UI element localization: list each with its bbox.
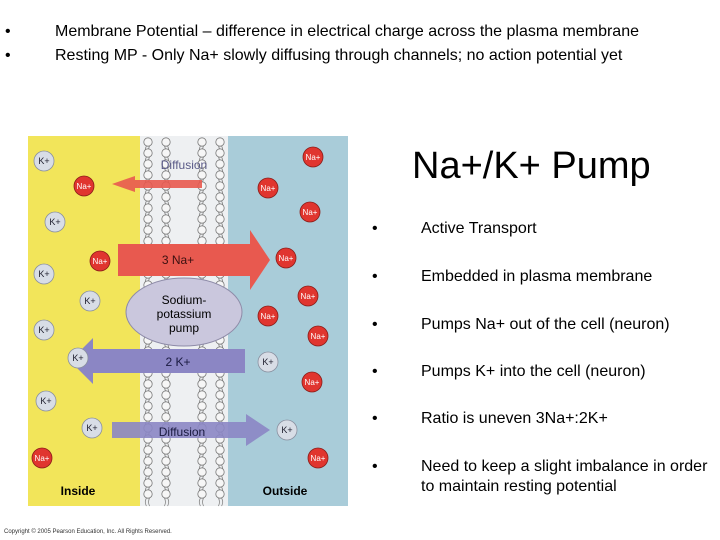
ion-label: K+: [38, 156, 49, 166]
sodium-ion: [301, 371, 323, 393]
transport-arrows: Diffusion 3 Na+ 2 K+ Diffusion: [70, 158, 270, 446]
ion-label: Na+: [261, 312, 276, 321]
right-bullet-text: Pumps K+ into the cell (neuron): [421, 363, 646, 380]
ion-label: Na+: [303, 208, 318, 217]
ion-label: Na+: [301, 292, 316, 301]
top-bullet-text: Resting MP - Only Na+ slowly diffusing t…: [55, 47, 623, 64]
potassium-ion: [33, 319, 55, 341]
sodium-ion: [302, 146, 324, 168]
potassium-ion: [67, 347, 89, 369]
sodium-ion: [257, 177, 279, 199]
pump-label-line-1: Sodium-: [162, 293, 207, 307]
sodium-potassium-pump: [125, 277, 243, 347]
sodium-ion: [307, 325, 329, 347]
pump-title: Na+/K+ Pump: [412, 145, 651, 187]
bullet-glyph: •: [372, 363, 378, 380]
top-bullet-list: • Membrane Potential – difference in ele…: [0, 22, 720, 70]
sodium-ion: [297, 285, 319, 307]
bullet-glyph: •: [5, 47, 11, 64]
sodium-ion: [31, 447, 53, 469]
sodium-ion: [275, 247, 297, 269]
ion-label: K+: [84, 296, 95, 306]
ion-label: K+: [262, 357, 273, 367]
diffusion-na-arrow: [112, 176, 202, 192]
ion-label: Na+: [311, 454, 326, 463]
potassium-ion: [33, 263, 55, 285]
ion-label: Na+: [306, 153, 321, 162]
ions: K+ Na+ K+ Na+ K+ K+ K+ K+ K+ K+ Na+ Na+ Na+ Na+ Na+ Na+…: [31, 146, 329, 469]
bullet-glyph: •: [5, 23, 11, 40]
bullet-glyph: •: [372, 458, 378, 475]
right-bullet-text: Ratio is uneven 3Na+:2K+: [421, 410, 608, 427]
right-bullet-text: Need to keep a slight imbalance in order…: [421, 458, 708, 495]
bullet-glyph: •: [372, 316, 378, 333]
potassium-ion: [276, 419, 298, 441]
ion-label: Na+: [93, 257, 108, 266]
right-bullet-text: Embedded in plasma membrane: [421, 268, 653, 285]
ion-label: K+: [40, 396, 51, 406]
potassium-ion: [79, 290, 101, 312]
k-pump-arrow: [70, 338, 245, 384]
ion-label: K+: [38, 269, 49, 279]
potassium-ion: [81, 417, 103, 439]
diffusion-label-bottom: Diffusion: [159, 425, 205, 439]
ion-label: K+: [72, 353, 83, 363]
sodium-potassium-pump-diagram: Diffusion 3 Na+ 2 K+ Diffusion Sodium- p…: [4, 136, 348, 535]
ion-label: Na+: [261, 184, 276, 193]
potassium-ion: [257, 351, 279, 373]
pump-label-line-3: pump: [169, 321, 199, 335]
right-bullet-text: Active Transport: [421, 220, 537, 237]
potassium-ion: [44, 211, 66, 233]
na-arrow-label: 3 Na+: [162, 253, 194, 267]
outside-region: [228, 136, 348, 506]
bullet-glyph: •: [372, 220, 378, 237]
diffusion-label-top: Diffusion: [161, 158, 207, 172]
sodium-ion: [257, 305, 279, 327]
outside-label: Outside: [263, 484, 308, 498]
sodium-ion: [307, 447, 329, 469]
bullet-glyph: •: [372, 268, 378, 285]
diffusion-k-arrow: [112, 414, 270, 446]
top-bullet-1: • Membrane Potential – difference in ele…: [0, 22, 720, 46]
ion-label: K+: [86, 423, 97, 433]
potassium-ion: [33, 150, 55, 172]
ion-label: Na+: [279, 254, 294, 263]
copyright-notice: Copyright © 2005 Pearson Education, Inc.…: [4, 528, 172, 535]
na-pump-arrow: [118, 230, 270, 290]
ion-label: K+: [38, 325, 49, 335]
k-arrow-label: 2 K+: [165, 355, 190, 369]
ion-label: Na+: [311, 332, 326, 341]
inside-label: Inside: [61, 484, 96, 498]
top-bullet-text: Membrane Potential – difference in elect…: [55, 23, 639, 40]
ion-label: Na+: [77, 182, 92, 191]
ion-label: Na+: [35, 454, 50, 463]
sodium-ion: [73, 175, 95, 197]
sodium-ion: [89, 250, 111, 272]
ion-label: K+: [49, 217, 60, 227]
top-bullet-2: • Resting MP - Only Na+ slowly diffusing…: [0, 46, 720, 70]
bullet-glyph: •: [372, 410, 378, 427]
pump-label-line-2: potassium: [157, 307, 212, 321]
ion-label: K+: [281, 425, 292, 435]
potassium-ion: [35, 390, 57, 412]
ion-label: Na+: [305, 378, 320, 387]
sodium-ion: [299, 201, 321, 223]
right-bullet-text: Pumps Na+ out of the cell (neuron): [421, 316, 670, 333]
